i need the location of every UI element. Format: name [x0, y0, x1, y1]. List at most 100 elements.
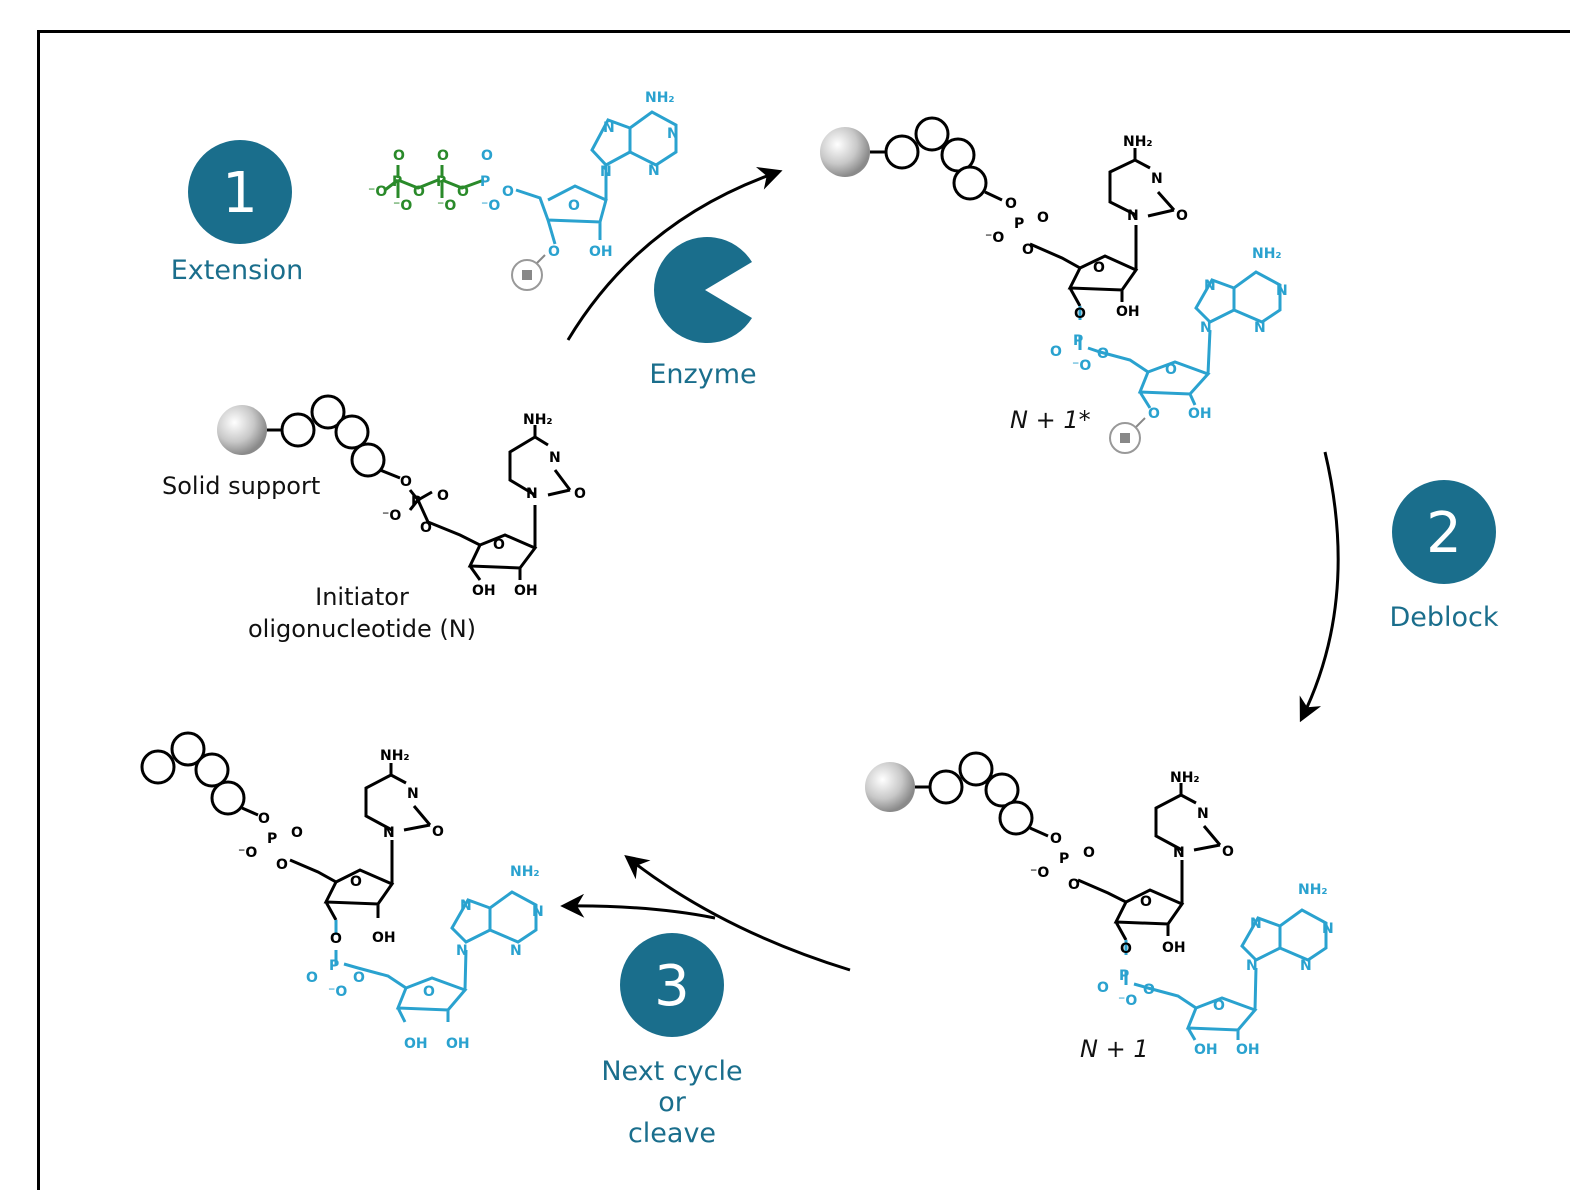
atom-n: N — [1246, 958, 1258, 974]
atom-n: N — [549, 450, 561, 466]
atom-n: N — [648, 163, 660, 179]
atom-o: O — [1148, 406, 1160, 422]
atom-n: N — [1254, 320, 1266, 336]
atom-n: N — [407, 786, 419, 802]
atom-o: O — [568, 198, 580, 214]
step-2-number: 2 — [1426, 501, 1462, 566]
enzyme-label: Enzyme — [649, 359, 756, 390]
atom-o: O — [1037, 210, 1049, 226]
atom-oh: OH — [472, 583, 496, 599]
step-1-badge: 1 Extension — [171, 140, 304, 286]
atom-n: N — [383, 825, 395, 841]
atom-n: N — [1204, 278, 1216, 294]
atom-oh: OH — [514, 583, 538, 599]
step-2-circle — [1392, 480, 1496, 584]
atom-o: O — [432, 824, 444, 840]
step-3-badge: 3 Next cycle or cleave — [601, 933, 743, 1149]
atom-n: N — [456, 943, 468, 959]
step-1-label: Extension — [171, 255, 304, 286]
atom-n: N — [1276, 283, 1288, 299]
atom-o: O — [413, 184, 425, 200]
atom-oh: OH — [1162, 940, 1186, 956]
atom-o: O — [1005, 196, 1017, 212]
atom-p: P — [1073, 333, 1083, 349]
atom-o: O — [1143, 982, 1155, 998]
atom-oh: OH — [372, 930, 396, 946]
atom-o: O — [1083, 845, 1095, 861]
atom-o: O — [1140, 894, 1152, 910]
next-cycle-arrow — [624, 855, 851, 972]
atom-n: N — [1173, 845, 1185, 861]
deblock-arrow — [1299, 451, 1340, 723]
atom-o-minus: ⁻O — [1072, 358, 1091, 374]
atom-p: P — [267, 831, 277, 847]
atom-n: N — [526, 486, 538, 502]
atom-o: O — [1097, 980, 1109, 996]
step-2-label: Deblock — [1389, 602, 1498, 633]
atom-o-minus: ⁻O — [437, 198, 456, 214]
atom-p: P — [1014, 216, 1024, 232]
atom-o: O — [457, 184, 469, 200]
atom-o: O — [437, 488, 449, 504]
figure-frame — [37, 30, 1570, 1190]
atom-n: N — [1151, 171, 1163, 187]
atom-n: N — [667, 126, 679, 142]
atom-nh2: NH₂ — [1252, 246, 1282, 262]
atom-nh2: NH₂ — [510, 864, 540, 880]
step-3-label-line1: Next cycle — [601, 1056, 742, 1087]
atom-o-minus: ⁻O — [985, 230, 1004, 246]
atom-n: N — [1300, 958, 1312, 974]
atom-o: O — [1213, 998, 1225, 1014]
atom-oh: OH — [446, 1036, 470, 1052]
blocking-group-marker — [522, 270, 532, 280]
atom-o: O — [276, 857, 288, 873]
atom-o-minus: ⁻O — [393, 198, 412, 214]
atom-o-minus: ⁻O — [328, 984, 347, 1000]
atom-o: O — [1050, 831, 1062, 847]
n-plus-1-product: O ⁻O P O O O OH N N O NH₂ O P O ⁻O O O O… — [865, 751, 1334, 1058]
atom-oh: OH — [404, 1036, 428, 1052]
atom-nh2: NH₂ — [380, 748, 410, 764]
atom-o: O — [420, 520, 432, 536]
n-plus-1-star-label: N + 1* — [1010, 406, 1091, 434]
atom-o: O — [1093, 260, 1105, 276]
atom-o: O — [548, 244, 560, 260]
atom-n: N — [1197, 806, 1209, 822]
atom-nh2: NH₂ — [1123, 134, 1153, 150]
solid-support-label: Solid support — [162, 472, 320, 500]
atom-p: P — [411, 494, 421, 510]
atom-o: O — [574, 486, 586, 502]
atom-o: O — [306, 970, 318, 986]
atom-o-minus: ⁻O — [368, 184, 387, 200]
atom-o-minus: ⁻O — [1030, 865, 1049, 881]
solid-support-bead — [217, 405, 267, 455]
atom-o: O — [350, 874, 362, 890]
atom-o: O — [330, 931, 342, 947]
atom-p: P — [1119, 968, 1129, 984]
atom-p: P — [392, 174, 402, 190]
initiator-label-line1: Initiator — [315, 583, 409, 611]
atom-nh2: NH₂ — [523, 412, 553, 428]
atom-o: O — [258, 811, 270, 827]
atom-o: O — [1165, 362, 1177, 378]
step-3-number: 3 — [654, 954, 690, 1019]
atom-n: N — [600, 164, 612, 180]
atom-o: O — [1050, 344, 1062, 360]
initiator-label-line2: oligonucleotide (N) — [248, 615, 476, 643]
n-plus-1-blocked-product: O ⁻O P O O O OH N N O NH₂ O P O ⁻O O O O… — [820, 116, 1288, 454]
atom-o: O — [481, 148, 493, 164]
atom-o: O — [291, 825, 303, 841]
solid-support-bead — [820, 127, 870, 177]
atom-nh2: NH₂ — [1170, 770, 1200, 786]
atom-o-minus: ⁻O — [1118, 993, 1137, 1009]
atom-n: N — [1200, 320, 1212, 336]
atom-p: P — [329, 958, 339, 974]
atom-o: O — [1097, 346, 1109, 362]
step-1-number: 1 — [222, 161, 258, 226]
atom-o: O — [502, 184, 514, 200]
atom-o: O — [1176, 208, 1188, 224]
atom-o: O — [493, 537, 505, 553]
step-3-label-line3: cleave — [628, 1118, 716, 1149]
atom-o-minus: ⁻O — [382, 508, 401, 524]
